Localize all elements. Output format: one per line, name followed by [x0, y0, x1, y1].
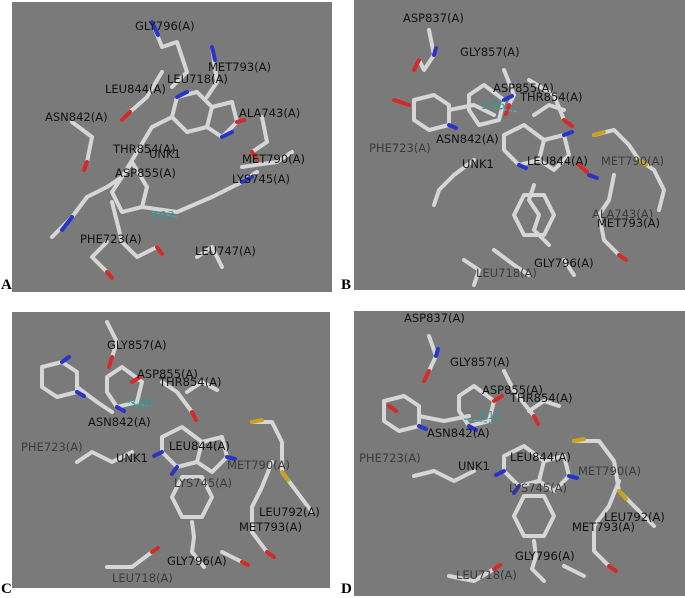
residue-label: UNK1: [116, 451, 148, 465]
molecule-render-a: [50, 20, 294, 280]
residue-label: LEU792(A): [604, 510, 665, 524]
residue-label: MET793(A): [572, 520, 636, 534]
residue-label: ASP855(A): [482, 383, 543, 397]
residue-label: LEU718(A): [167, 72, 228, 86]
residue-label: LEU747(A): [195, 244, 256, 258]
residue-label: MET790(A): [227, 458, 291, 472]
residue-label: GLY796(A): [534, 256, 594, 270]
residue-label: LEU844(A): [105, 82, 166, 96]
residue-label: THR854(A): [510, 391, 573, 405]
panel-a: GLY796(A) MET793(A) LEU718(A) LEU844(A) …: [12, 2, 332, 292]
hbond-distance: 3.13: [150, 209, 175, 222]
residue-label: GLY857(A): [450, 355, 510, 369]
residue-label: LEU718(A): [112, 571, 173, 585]
residue-label: THR854(A): [113, 142, 176, 156]
panel-d: ASP837(A) GLY857(A) ASP855(A) THR854(A) …: [354, 311, 685, 596]
residue-label: LYS745(A): [509, 481, 567, 495]
residue-label: THR854(A): [159, 375, 222, 389]
residue-label: UNK1: [462, 157, 494, 171]
molecule-render-b: [392, 28, 666, 287]
residue-label: MET793(A): [239, 520, 303, 534]
panel-c: GLY857(A) ASP855(A) THR854(A) ASN842(A) …: [12, 312, 330, 588]
residue-label: LEU792(A): [259, 505, 320, 519]
residue-label: ASN842(A): [436, 132, 499, 146]
residue-label: MET790(A): [578, 464, 642, 478]
residue-label: ASN842(A): [45, 110, 108, 124]
residue-label: MET790(A): [242, 152, 306, 166]
residue-label: ASN842(A): [88, 415, 151, 429]
residue-label: GLY857(A): [107, 338, 167, 352]
panel-label-c: C: [1, 581, 12, 597]
residue-label: LEU844(A): [169, 439, 230, 453]
residue-label: GLY796(A): [135, 19, 195, 33]
molecule-render-d: [382, 334, 656, 583]
residue-label: LEU844(A): [510, 450, 571, 464]
residue-label: PHE723(A): [369, 141, 431, 155]
residue-label: ALA743(A): [239, 106, 301, 120]
residue-label: ASP855(A): [137, 367, 198, 381]
panel-label-b: B: [341, 277, 352, 293]
residue-label: LYS745(A): [232, 172, 290, 186]
residue-label: MET790(A): [601, 154, 665, 168]
hbond-distance: 3.05: [129, 397, 154, 410]
residue-label: LYS745(A): [174, 476, 232, 490]
residue-label: UNK1: [458, 459, 490, 473]
residue-label: PHE723(A): [359, 451, 421, 465]
residue-label: ASP855(A): [115, 166, 176, 180]
residue-label: ALA743(A): [592, 207, 654, 221]
residue-label: ASP855(A): [493, 81, 554, 95]
residue-label: GLY796(A): [167, 554, 227, 568]
panel-label-d: D: [341, 581, 352, 597]
residue-label: PHE723(A): [80, 232, 142, 246]
residue-label: ASN842(A): [427, 426, 490, 440]
residue-label: MET793(A): [208, 60, 272, 74]
molecule-render-c: [40, 320, 314, 569]
hbond-distance: 3.05: [481, 99, 506, 112]
residue-label: UNK1: [149, 147, 181, 161]
residue-label: GLY796(A): [515, 549, 575, 563]
residue-label: LEU718(A): [476, 266, 537, 280]
panel-label-a: A: [1, 277, 12, 293]
residue-label: LEU844(A): [527, 154, 588, 168]
residue-label: ASP837(A): [404, 311, 465, 325]
residue-label: ASP837(A): [403, 11, 464, 25]
residue-label: MET793(A): [597, 216, 661, 230]
residue-label: LEU718(A): [456, 568, 517, 582]
residue-label: GLY857(A): [460, 45, 520, 59]
panel-b: ASP837(A) GLY857(A) ASP855(A) THR854(A) …: [354, 0, 685, 290]
hbond-distance: 3.11: [477, 409, 502, 422]
residue-label: THR854(A): [520, 90, 583, 104]
residue-label: PHE723(A): [21, 440, 83, 454]
